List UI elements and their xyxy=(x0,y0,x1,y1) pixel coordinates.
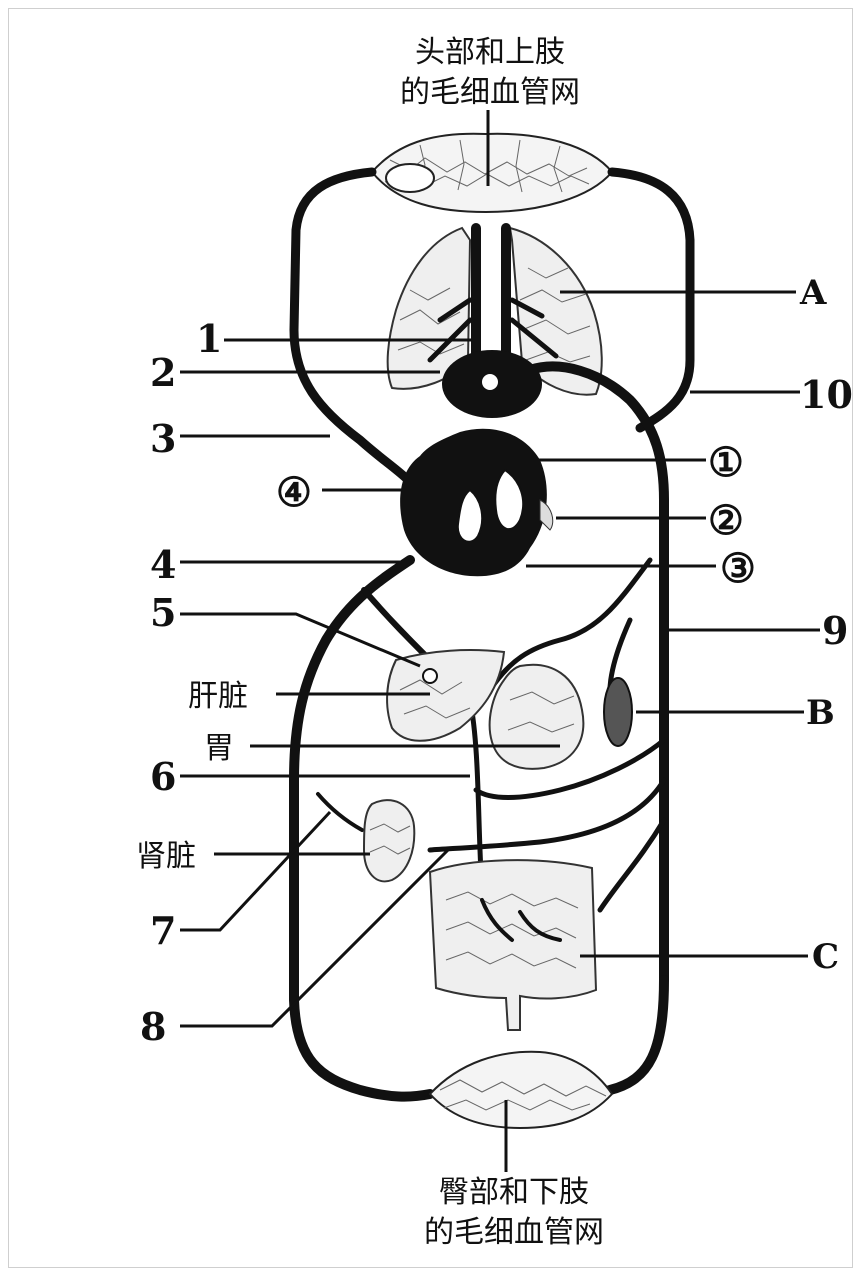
spleen xyxy=(604,678,632,746)
caption-stomach: 胃 xyxy=(204,731,234,766)
label-circled-3: ③ xyxy=(720,545,756,592)
label-4: 4 xyxy=(150,542,176,587)
label-A: A xyxy=(799,273,827,313)
label-circled-1: ① xyxy=(708,439,744,486)
kidney xyxy=(364,800,414,881)
lower-capillary-network xyxy=(430,1052,612,1128)
label-B: B xyxy=(806,693,835,733)
label-C: C xyxy=(812,937,839,977)
label-9: 9 xyxy=(822,608,848,653)
label-7: 7 xyxy=(150,908,176,953)
caption-kidney: 肾脏 xyxy=(136,839,196,874)
caption-bottom-line2: 的毛细血管网 xyxy=(424,1215,604,1250)
label-8: 8 xyxy=(140,1004,166,1049)
label-6: 6 xyxy=(150,754,176,799)
label-2: 2 xyxy=(150,350,176,395)
label-10: 10 xyxy=(800,372,853,417)
leader-lines xyxy=(180,110,820,1172)
label-circled-4: ④ xyxy=(276,469,312,516)
stomach xyxy=(490,665,584,769)
caption-top-line2: 的毛细血管网 xyxy=(400,75,580,110)
label-3: 3 xyxy=(150,416,176,461)
label-5: 5 xyxy=(150,590,176,635)
caption-top-line1: 头部和上肢 xyxy=(415,35,565,70)
label-1: 1 xyxy=(196,316,222,361)
caption-bottom-line1: 臀部和下肢 xyxy=(439,1175,589,1210)
upper-capillary-network xyxy=(372,134,612,212)
intestine xyxy=(430,860,596,1030)
caption-liver: 肝脏 xyxy=(188,679,248,714)
label-circled-2: ② xyxy=(708,497,744,544)
